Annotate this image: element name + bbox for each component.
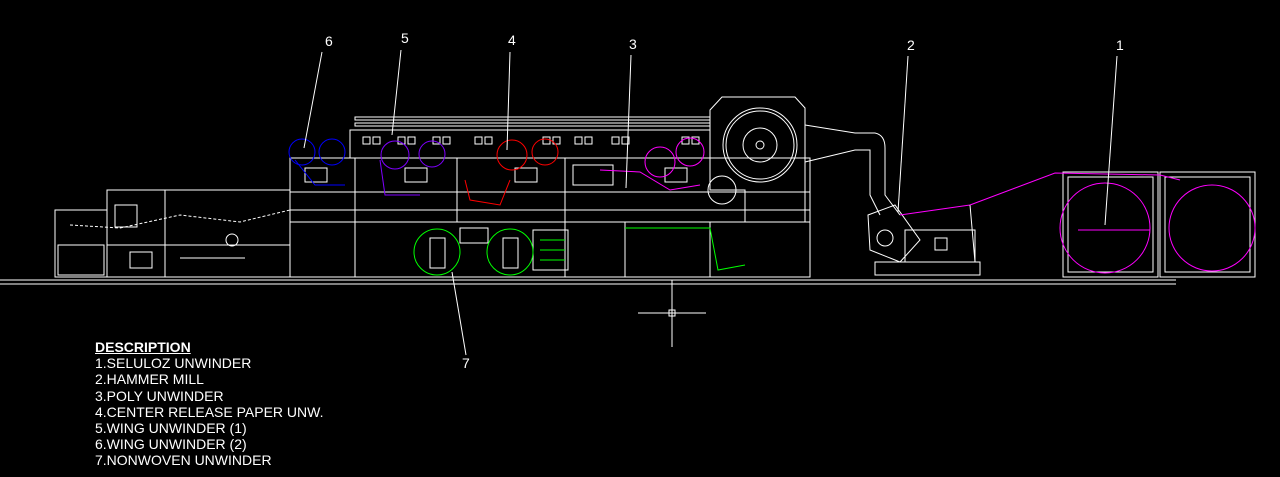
leader-lines — [303, 49, 1118, 356]
callout-1: 1 — [1116, 37, 1124, 53]
description-item: 7.NONWOVEN UNWINDER — [95, 452, 272, 469]
description-item: 2.HAMMER MILL — [95, 371, 204, 388]
callout-6: 6 — [325, 33, 333, 49]
ground-line — [0, 279, 1176, 285]
left-section — [54, 189, 291, 278]
seluloz-unwinder — [969, 171, 1256, 278]
center-release-rolls — [464, 138, 559, 206]
description-legend: DESCRIPTION 1.SELULOZ UNWINDER 2.HAMMER … — [95, 339, 323, 469]
description-title: DESCRIPTION — [95, 339, 191, 355]
forming-drum — [707, 96, 806, 223]
nonwoven-unwinder-rolls — [413, 227, 746, 276]
main-body — [289, 116, 811, 278]
description-item: 1.SELULOZ UNWINDER — [95, 355, 252, 372]
description-item: 4.CENTER RELEASE PAPER UNW. — [95, 403, 324, 420]
wing-unwinder-2-rolls — [288, 138, 346, 186]
callout-4: 4 — [508, 32, 516, 48]
callout-2: 2 — [907, 37, 915, 53]
description-item: 6.WING UNWINDER (2) — [95, 436, 247, 453]
callout-5: 5 — [401, 30, 409, 46]
callout-7: 7 — [462, 355, 470, 371]
description-item: 5.WING UNWINDER (1) — [95, 420, 247, 437]
air-duct — [804, 124, 901, 216]
callout-3: 3 — [629, 36, 637, 52]
crosshair-cursor — [638, 280, 706, 347]
description-item: 3.POLY UNWINDER — [95, 387, 224, 404]
hammer-mill — [867, 204, 981, 276]
poly-unwinder-rolls — [599, 137, 705, 191]
wing-unwinder-1-rolls — [379, 140, 446, 196]
